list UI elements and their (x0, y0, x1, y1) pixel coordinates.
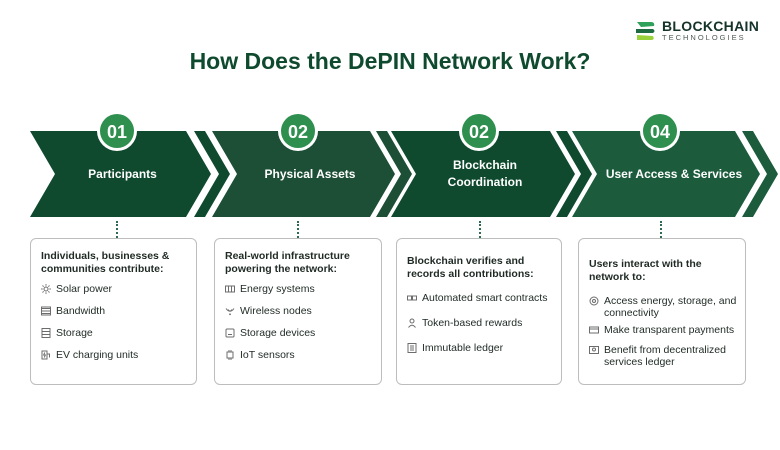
list-item: Immutable ledger (407, 342, 553, 354)
list-item-text: Benefit from decentralized services ledg… (604, 344, 726, 368)
step-1-badge: 01 (97, 111, 137, 151)
list-item-text: Wireless nodes (240, 305, 312, 317)
list-item-text: Energy systems (240, 283, 315, 295)
step-3-card: Blockchain verifies and records all cont… (396, 238, 562, 385)
step-2-badge: 02 (278, 111, 318, 151)
list-item-text: Immutable ledger (422, 342, 504, 354)
card-list: Automated smart contracts Token-based re… (407, 292, 553, 354)
benefit-icon (589, 345, 599, 355)
list-item-text: IoT sensors (240, 349, 295, 361)
list-item: Bandwidth (41, 305, 188, 317)
step-3-chevron (391, 131, 592, 217)
ledger-icon (407, 343, 417, 353)
brand-name: BLOCKCHAIN (662, 18, 760, 34)
list-item-text: Storage devices (240, 327, 316, 339)
step-4-chevron (572, 131, 778, 217)
list-item: Automated smart contracts (407, 292, 553, 304)
logo-mark-icon (636, 22, 655, 40)
card-list: Solar power Bandwidth Storage EV chargin… (41, 283, 188, 361)
payment-icon (589, 325, 599, 335)
list-item-text: Storage (56, 327, 93, 339)
step-3-badge: 02 (459, 111, 499, 151)
list-item: Token-based rewards (407, 317, 553, 329)
list-item-text: Access energy, storage, and connectivity (604, 295, 737, 319)
step-2-label: Physical Assets (264, 166, 356, 181)
card-intro: Users interact with the network to: (589, 258, 702, 283)
step-4-label: User Access & Services (605, 166, 743, 181)
list-item-text: Bandwidth (56, 305, 106, 317)
step-4-badge: 04 (640, 111, 680, 151)
wireless-icon (225, 306, 235, 316)
list-item: Solar power (41, 283, 188, 295)
list-item-text: Make transparent payments (604, 324, 735, 336)
card-intro: Blockchain verifies and records all cont… (407, 255, 534, 280)
list-item-text: EV charging units (56, 349, 139, 361)
list-item: Benefit from decentralized services ledg… (589, 344, 737, 368)
card-list: Energy systems Wireless nodes Storage de… (225, 283, 373, 361)
step-3-label: Blockchain Coordination (447, 158, 523, 189)
card-intro: Real-world infrastructure powering the n… (225, 250, 350, 275)
access-icon (589, 296, 599, 306)
storage-icon (41, 328, 51, 338)
brand-tagline: TECHNOLOGIES (662, 33, 746, 42)
step-1-chevron (30, 131, 230, 217)
ev-charger-icon (41, 350, 51, 360)
bandwidth-icon (41, 306, 51, 316)
step-1-label: Participants (88, 166, 157, 181)
step-4-card: Users interact with the network to: Acce… (578, 238, 746, 385)
step-3-number: 02 (469, 122, 489, 142)
list-item: EV charging units (41, 349, 188, 361)
card-list: Access energy, storage, and connectivity… (589, 295, 737, 368)
energy-icon (225, 284, 235, 294)
step-4-number: 04 (650, 122, 670, 142)
process-arrows: 01 02 02 04 (30, 111, 778, 217)
sun-icon (41, 284, 51, 294)
step-2-chevron (212, 131, 412, 217)
step-3-connector (479, 221, 481, 238)
step-4-connector (660, 221, 662, 238)
list-item: Make transparent payments (589, 324, 737, 336)
step-2-card: Real-world infrastructure powering the n… (214, 238, 382, 385)
card-intro: Individuals, businesses & communities co… (41, 250, 170, 275)
brand-logo: BLOCKCHAIN TECHNOLOGIES (633, 18, 763, 44)
list-item: Wireless nodes (225, 305, 373, 317)
list-item-text: Token-based rewards (422, 317, 523, 329)
step-2-connector (297, 221, 299, 238)
list-item: Storage devices (225, 327, 373, 339)
list-item-text: Solar power (56, 283, 113, 295)
step-1-card: Individuals, businesses & communities co… (30, 238, 197, 385)
token-icon (407, 318, 417, 328)
list-item-text: Automated smart contracts (422, 292, 548, 304)
step-1-number: 01 (107, 122, 127, 142)
step-2-number: 02 (288, 122, 308, 142)
step-1-connector (116, 221, 118, 238)
sensor-icon (225, 350, 235, 360)
list-item: IoT sensors (225, 349, 373, 361)
list-item: Storage (41, 327, 188, 339)
list-item: Energy systems (225, 283, 373, 295)
list-item: Access energy, storage, and connectivity (589, 295, 737, 319)
page-title: How Does the DePIN Network Work? (189, 48, 591, 74)
storage-device-icon (225, 328, 235, 338)
contract-icon (407, 293, 417, 303)
